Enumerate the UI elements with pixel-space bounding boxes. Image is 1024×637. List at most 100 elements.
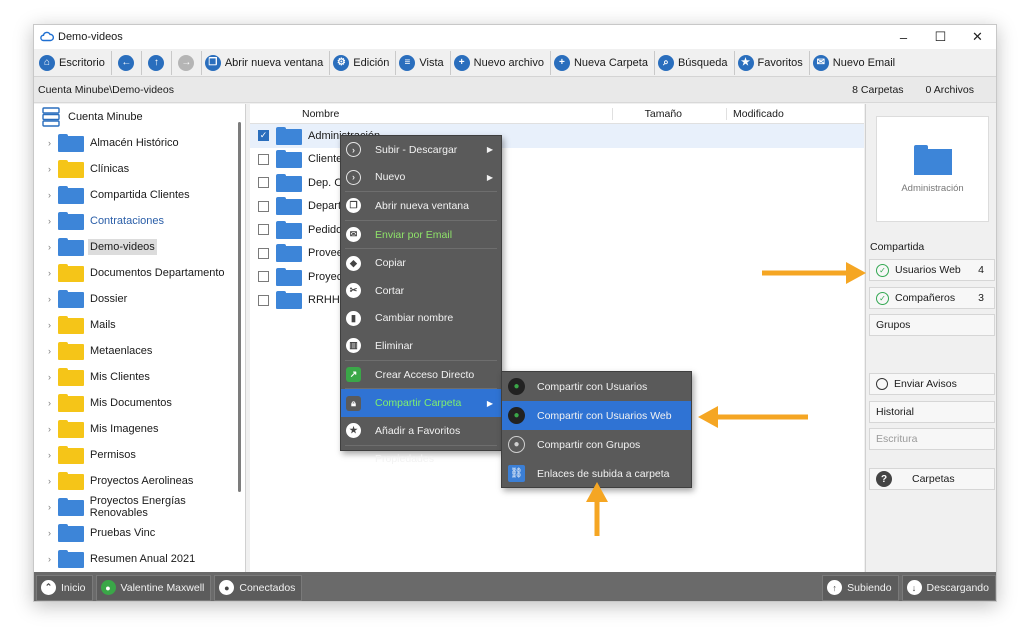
chevron-right-icon[interactable]: ›: [48, 554, 51, 564]
windows-icon: ❐: [346, 198, 361, 214]
sidebar-item[interactable]: ›Resumen Anual 2021: [34, 546, 245, 572]
sidebar-item[interactable]: ›Proyectos Energías Renovables: [34, 494, 245, 520]
menu-item-propiedades[interactable]: Propiedades: [375, 453, 434, 466]
chevron-right-icon[interactable]: ›: [48, 476, 51, 486]
abrir-nueva-ventana-button[interactable]: ❐Abrir nueva ventana: [202, 50, 331, 75]
menu-item-crear-acceso-directo[interactable]: ↗Crear Acceso Directo: [341, 361, 501, 389]
up-button[interactable]: ↑: [142, 50, 172, 75]
nuevo-email-button[interactable]: ✉Nuevo Email: [810, 51, 901, 75]
companeros-button[interactable]: ✓ Compañeros 3: [869, 287, 995, 309]
historial-button[interactable]: Historial: [869, 401, 995, 423]
sidebar-item[interactable]: › Contrataciones: [34, 208, 245, 234]
sidebar-item[interactable]: ›Compartida Clientes: [34, 182, 245, 208]
usuarios-web-button[interactable]: ✓ Usuarios Web 4: [869, 259, 995, 281]
column-size[interactable]: Tamaño: [612, 107, 682, 120]
row-checkbox[interactable]: [258, 271, 269, 283]
sidebar-item[interactable]: ›Mails: [34, 312, 245, 338]
submenu-compartir-usuarios-web[interactable]: ●Compartir con Usuarios Web: [502, 401, 691, 430]
menu-item-cambiar-nombre[interactable]: ▮Cambiar nombre: [341, 305, 501, 333]
edicion-button[interactable]: ⚙Edición: [330, 50, 397, 75]
file-row[interactable]: RRHH: [250, 289, 864, 313]
favoritos-button[interactable]: ★Favoritos: [735, 50, 810, 75]
sidebar-item[interactable]: ›Demo-videos: [34, 234, 245, 260]
sidebar-item[interactable]: ›Proyectos Aerolineas: [34, 468, 245, 494]
inicio-button[interactable]: ⌃Inicio: [36, 574, 93, 601]
menu-item-abrir-nueva-ventana[interactable]: ❐Abrir nueva ventana: [341, 192, 501, 220]
chevron-right-icon[interactable]: ›: [48, 398, 51, 408]
folder-icon: [58, 524, 84, 542]
sidebar-item[interactable]: ›Dossier: [34, 286, 245, 312]
sidebar-item[interactable]: ›Pruebas Vinc: [34, 520, 245, 546]
subiendo-button[interactable]: ↑Subiendo: [822, 574, 899, 601]
descargando-button[interactable]: ↓Descargando: [901, 574, 996, 601]
chevron-right-icon[interactable]: ›: [48, 502, 51, 512]
busqueda-button[interactable]: ⌕Búsqueda: [655, 50, 735, 75]
nuevo-archivo-button[interactable]: +Nuevo archivo: [451, 50, 551, 75]
close-button[interactable]: ✕: [972, 29, 983, 44]
forward-button[interactable]: →: [172, 50, 202, 75]
chevron-right-icon[interactable]: ›: [48, 528, 51, 538]
row-checkbox[interactable]: [258, 247, 269, 259]
sidebar-item[interactable]: ›Permisos: [34, 442, 245, 468]
carpetas-button[interactable]: ? Carpetas: [869, 468, 995, 490]
row-checkbox[interactable]: [258, 153, 269, 165]
sidebar-item[interactable]: ›Documentos Departamento: [34, 260, 245, 286]
chevron-right-icon[interactable]: ›: [48, 424, 51, 434]
chevron-right-icon[interactable]: ›: [48, 138, 51, 148]
back-button[interactable]: ←: [112, 50, 142, 75]
minimize-button[interactable]: –: [899, 29, 908, 45]
nueva-carpeta-button[interactable]: +Nueva Carpeta: [551, 50, 655, 75]
maximize-button[interactable]: ☐: [934, 29, 947, 44]
menu-item-nuevo[interactable]: ›Nuevo▶: [341, 164, 501, 192]
chevron-right-icon[interactable]: ›: [48, 372, 51, 382]
row-checkbox[interactable]: [258, 224, 269, 236]
file-row[interactable]: Clientes: [250, 148, 864, 172]
details-panel: Administración Compartida ✓ Usuarios Web…: [865, 104, 996, 572]
sidebar-item[interactable]: ›Clínicas: [34, 156, 245, 182]
submenu-compartir-usuarios[interactable]: ●Compartir con Usuarios: [502, 372, 691, 401]
conectados-button[interactable]: ●Conectados: [214, 574, 303, 601]
escritura-button[interactable]: Escritura: [869, 428, 995, 450]
menu-item-copiar[interactable]: ◆Copiar: [341, 249, 501, 277]
submenu-enlaces-subida[interactable]: ⛓Enlaces de subida a carpeta: [502, 459, 691, 488]
chevron-right-icon[interactable]: ›: [48, 294, 51, 304]
sidebar-item-label: Contrataciones: [90, 215, 164, 227]
row-checkbox[interactable]: [258, 177, 269, 189]
chevron-right-icon[interactable]: ›: [48, 320, 51, 330]
submenu-arrow-icon: ▶: [486, 145, 493, 155]
file-row[interactable]: Pedidos: [250, 218, 864, 242]
folder-icon: [58, 550, 84, 568]
chevron-right-icon[interactable]: ›: [48, 242, 51, 252]
arrow-up-icon: ↑: [148, 54, 165, 71]
chevron-right-icon[interactable]: ›: [48, 450, 51, 460]
row-checkbox[interactable]: [258, 294, 269, 306]
menu-item-cortar[interactable]: ✂Cortar: [341, 277, 501, 305]
user-button[interactable]: ●Valentine Maxwell: [95, 574, 212, 601]
tree-root[interactable]: Cuenta Minube: [34, 104, 245, 130]
row-checkbox[interactable]: [258, 200, 269, 212]
vista-button[interactable]: ≡Vista: [396, 50, 451, 75]
sidebar-item[interactable]: ›Almacén Histórico: [34, 130, 245, 156]
escritorio-button[interactable]: ⌂Escritorio: [36, 50, 112, 75]
sidebar-item[interactable]: ›Metaenlaces: [34, 338, 245, 364]
sidebar-item[interactable]: ›Mis Documentos: [34, 390, 245, 416]
sidebar-scrollbar[interactable]: [238, 122, 241, 492]
submenu-compartir-grupos[interactable]: ●Compartir con Grupos: [502, 430, 691, 459]
column-name[interactable]: Nombre: [302, 107, 340, 120]
menu-item-compartir-carpeta[interactable]: 🔒︎Compartir Carpeta▶: [341, 389, 501, 417]
grupos-button[interactable]: Grupos: [869, 314, 995, 336]
chevron-right-icon[interactable]: ›: [48, 346, 51, 356]
column-modified[interactable]: Modificado: [726, 107, 784, 120]
row-checkbox[interactable]: ✓: [258, 130, 269, 142]
chevron-right-icon[interactable]: ›: [48, 164, 51, 174]
menu-item-eliminar[interactable]: ▥Eliminar: [341, 332, 501, 360]
chevron-right-icon[interactable]: ›: [48, 216, 51, 226]
menu-item-anadir-favoritos[interactable]: ★Añadir a Favoritos: [341, 417, 501, 445]
menu-item-enviar-email[interactable]: ✉Enviar por Email: [341, 221, 501, 249]
chevron-right-icon[interactable]: ›: [48, 190, 51, 200]
chevron-right-icon[interactable]: ›: [48, 268, 51, 278]
sidebar-item[interactable]: ›Mis Clientes: [34, 364, 245, 390]
menu-item-subir-descargar[interactable]: ›Subir - Descargar▶: [341, 136, 501, 164]
sidebar-item[interactable]: ›Mis Imagenes: [34, 416, 245, 442]
enviar-avisos-button[interactable]: Enviar Avisos: [869, 373, 995, 395]
